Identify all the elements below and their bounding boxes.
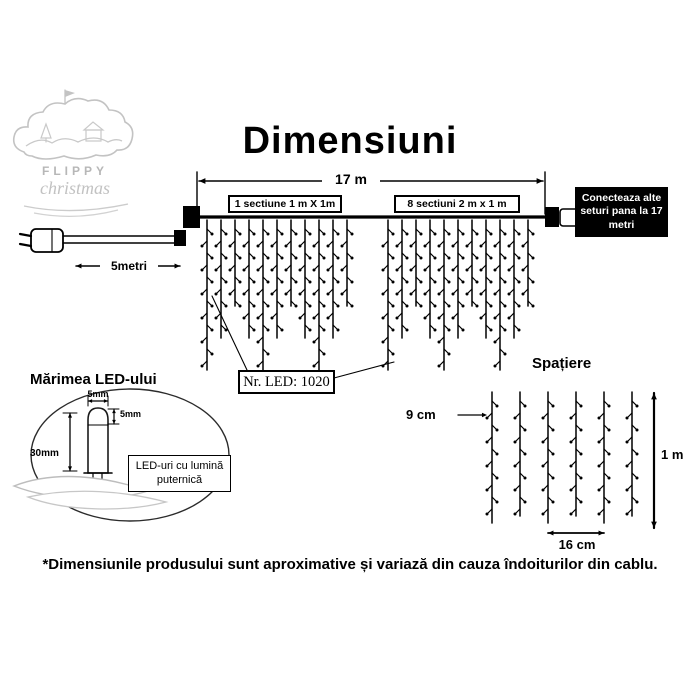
drop-length-label: 1 m <box>661 447 684 462</box>
main-cable <box>183 206 559 228</box>
curtain-section-1 <box>200 219 354 371</box>
power-plug <box>18 228 64 253</box>
led-body-length-label: 30mm <box>30 448 59 459</box>
spacing-heading: Spațiere <box>532 355 592 372</box>
led-gap-label: 9 cm <box>406 407 436 422</box>
arrow-9cm <box>457 412 487 418</box>
page-title: Dimensiuni <box>242 120 458 162</box>
logo-brand: FLIPPY <box>42 164 109 178</box>
led-cap-width-label: 5mm <box>87 389 109 399</box>
connect-note-box: Conecteaza alte seturi pana la 17 metri <box>575 187 668 237</box>
curtain-section-2 <box>381 219 535 371</box>
led-description-box: LED-uri cu lumină puternică <box>128 455 231 492</box>
logo-sketch <box>12 89 134 217</box>
section-right-box: 8 sectiuni 2 m x 1 m <box>394 195 520 213</box>
lead-length-label: 5metri <box>100 259 158 273</box>
section-left-box: 1 sectiune 1 m X 1m <box>228 195 342 213</box>
led-cap-height-label: 5mm <box>120 409 142 419</box>
footnote: *Dimensiunile produsului sunt aproximati… <box>42 556 658 573</box>
led-size-detail <box>12 388 230 522</box>
logo-script: christmas <box>40 178 111 198</box>
total-length-label: 17 m <box>322 171 380 187</box>
led-count-box: Nr. LED: 1020 <box>238 370 335 394</box>
led-size-heading: Mărimea LED-ului <box>30 371 157 388</box>
lead-cable <box>62 230 186 246</box>
led-count-pointers <box>211 295 395 379</box>
spacing-diagram <box>485 391 657 536</box>
strand-gap-label: 16 cm <box>558 537 596 552</box>
